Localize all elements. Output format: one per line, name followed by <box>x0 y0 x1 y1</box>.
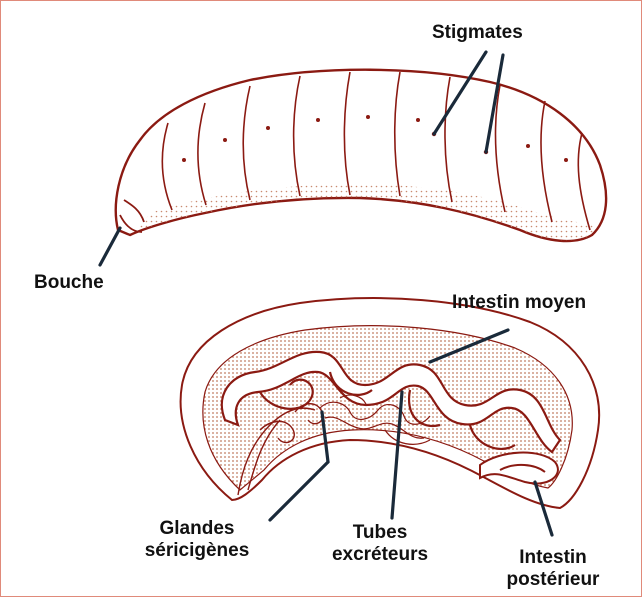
label-tubes-excreteurs: Tubes excréteurs <box>310 522 450 566</box>
label-glandes-line2: séricigènes <box>132 540 262 562</box>
label-intestin-post-line2: postérieur <box>488 569 618 591</box>
label-tubes-line2: excréteurs <box>310 544 450 566</box>
leader-bouche <box>100 228 120 265</box>
internal-larva <box>181 298 600 508</box>
label-bouche: Bouche <box>34 272 104 294</box>
label-intestin-moyen: Intestin moyen <box>452 292 586 314</box>
label-stigmates: Stigmates <box>432 22 523 44</box>
label-tubes-line1: Tubes <box>310 522 450 544</box>
label-glandes-line1: Glandes <box>132 518 262 540</box>
label-glandes-sericigenes: Glandes séricigènes <box>132 518 262 562</box>
label-intestin-posterieur: Intestin postérieur <box>488 547 618 591</box>
label-intestin-post-line1: Intestin <box>488 547 618 569</box>
external-larva <box>116 70 606 241</box>
leader-glandes-2 <box>270 462 328 520</box>
